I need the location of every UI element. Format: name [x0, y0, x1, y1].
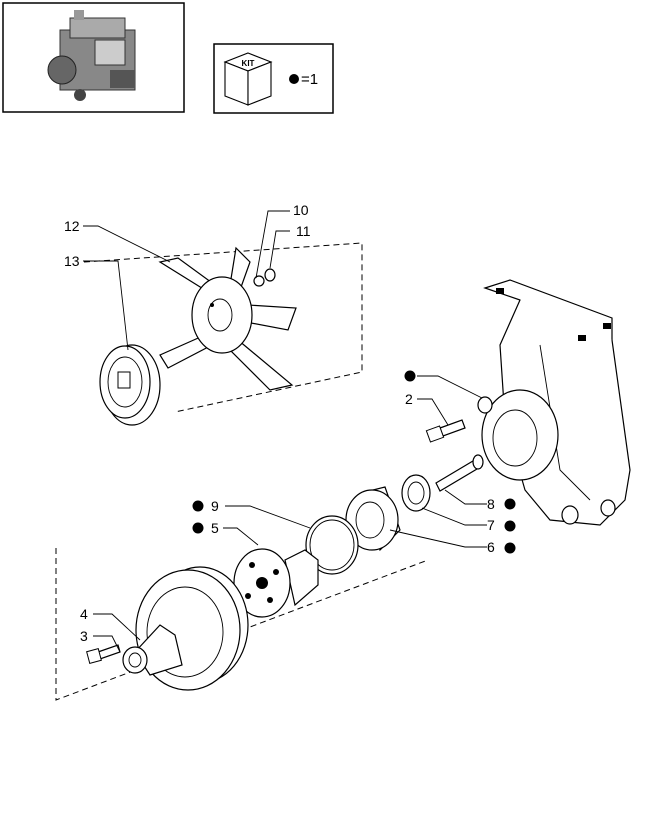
callout-2: 2	[405, 391, 413, 407]
callout-7: 7	[487, 517, 495, 533]
kit-equals-text: =1	[301, 71, 318, 88]
callout-3: 3	[80, 628, 88, 644]
snap-ring-part[interactable]	[305, 515, 359, 575]
callout-5: 5	[211, 520, 219, 536]
kit-dot-callout-8	[504, 498, 516, 510]
kit-dot-callout-5	[192, 522, 204, 534]
washer-part[interactable]	[253, 275, 265, 287]
pulley-group-outline	[55, 548, 429, 701]
bracket-housing-part[interactable]	[477, 279, 631, 526]
callout-8: 8	[487, 496, 495, 512]
leader-lines	[83, 210, 487, 653]
nut-part[interactable]	[264, 268, 276, 282]
engine-thumbnail[interactable]	[2, 2, 185, 113]
kit-dot-callout-1	[404, 370, 416, 382]
callout-10: 10	[293, 202, 309, 218]
hub-part[interactable]	[233, 548, 319, 618]
callout-12: 12	[64, 218, 80, 234]
pulley-part[interactable]	[122, 566, 249, 691]
fan-part[interactable]	[158, 246, 297, 391]
callout-6: 6	[487, 539, 495, 555]
engine-icon	[47, 10, 136, 101]
kit-dot-callout-7	[504, 520, 516, 532]
kit-cube-icon	[223, 52, 273, 106]
callout-4: 4	[80, 606, 88, 622]
screw-part[interactable]	[425, 419, 466, 443]
fan-drive-part[interactable]	[99, 344, 161, 426]
kit-dot-icon	[289, 74, 299, 84]
fan-group-outline	[83, 242, 363, 413]
shaft-part[interactable]	[435, 454, 484, 492]
callout-11: 11	[296, 223, 311, 239]
kit-legend: KIT =1	[213, 43, 334, 114]
seal-part[interactable]	[401, 474, 431, 512]
kit-box-label: KIT	[242, 59, 255, 68]
callout-13: 13	[64, 253, 80, 269]
kit-marker-dots	[192, 370, 516, 554]
kit-dot-callout-9	[192, 500, 204, 512]
bearing-part[interactable]	[345, 486, 401, 552]
callout-labels: 2 3 4 5 6 7 8 9 10 11 12 13	[64, 202, 495, 644]
pulley-screw-part[interactable]	[86, 644, 121, 664]
kit-dot-callout-6	[504, 542, 516, 554]
callout-9: 9	[211, 498, 219, 514]
